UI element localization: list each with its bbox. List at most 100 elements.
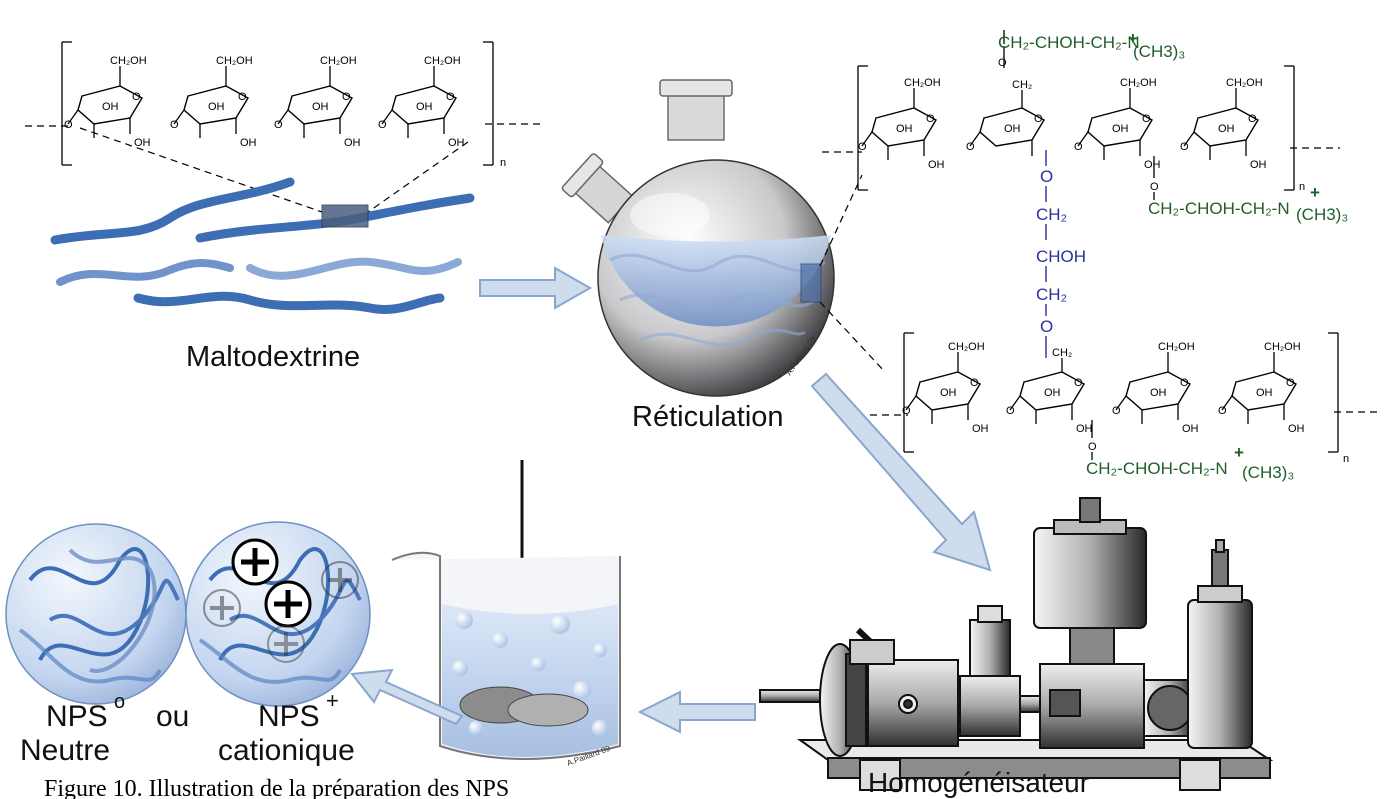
- svg-text:OH: OH: [1256, 387, 1273, 399]
- arrow-to-beaker: [637, 690, 756, 734]
- svg-text:OH: OH: [1112, 123, 1129, 135]
- svg-text:OH: OH: [1144, 159, 1161, 171]
- nps-neutral-superscript: o: [114, 691, 125, 713]
- svg-text:+: +: [1234, 443, 1244, 462]
- cationic-group-right: CH₂-CHOH-CH₂-N + (CH3)₃: [1148, 183, 1348, 224]
- svg-text:O: O: [858, 141, 867, 153]
- svg-text:O: O: [902, 405, 911, 417]
- svg-text:CH₂-CHOH-CH₂-N: CH₂-CHOH-CH₂-N: [1148, 199, 1290, 218]
- svg-text:OH: OH: [1150, 387, 1167, 399]
- svg-text:O: O: [1074, 141, 1083, 153]
- glucose-unit: CH₂OH O OH OH O: [1180, 77, 1267, 171]
- svg-text:O: O: [274, 119, 283, 131]
- glucose-unit: CH₂OH O OH OH O: [902, 341, 989, 435]
- svg-text:OH: OH: [1218, 123, 1235, 135]
- ou-label: ou: [156, 700, 189, 733]
- neutre-label: Neutre: [20, 734, 110, 767]
- svg-text:CH₂: CH₂: [1012, 79, 1032, 91]
- glucose-unit: CH₂OH O OH OH O: [274, 55, 361, 149]
- glucose-unit: CH₂OH O OH OH O: [378, 55, 465, 149]
- svg-text:CH₂OH: CH₂OH: [110, 55, 147, 67]
- svg-text:OH: OH: [102, 101, 119, 113]
- svg-text:CH₂OH: CH₂OH: [1264, 341, 1301, 353]
- svg-text:O: O: [1088, 441, 1097, 453]
- glucose-unit: CH₂OH O OH OH O: [170, 55, 257, 149]
- svg-text:n: n: [1343, 453, 1349, 465]
- crosslinker: O CH₂ CHOH CH₂ O: [1036, 150, 1086, 358]
- arrow-to-nanoparticles: [350, 668, 464, 726]
- glucose-unit: CH₂ O OH OH O: [1006, 347, 1093, 435]
- glucose-unit: CH₂OH O OH OH O: [64, 55, 151, 149]
- svg-text:OH: OH: [972, 423, 989, 435]
- maltodextrin-structure: n CH₂OH O OH OH O CH₂OH O OH OH O CH₂OH …: [25, 41, 540, 213]
- svg-text:OH: OH: [1076, 423, 1093, 435]
- svg-text:O: O: [1150, 181, 1159, 193]
- maltodextrine-label: Maltodextrine: [186, 341, 360, 373]
- svg-text:CH₂: CH₂: [1036, 285, 1067, 304]
- glucose-unit: CH₂OH O OH OH O: [858, 77, 945, 171]
- svg-text:O: O: [170, 119, 179, 131]
- svg-text:OH: OH: [448, 137, 465, 149]
- svg-text:+: +: [1128, 29, 1138, 48]
- nps-neutral-particle: [5, 523, 187, 705]
- svg-text:OH: OH: [1182, 423, 1199, 435]
- svg-text:O: O: [378, 119, 387, 131]
- beaker: A.Paillard 09: [391, 460, 621, 768]
- nps-cationic-superscript: +: [326, 688, 339, 713]
- svg-text:CH₂OH: CH₂OH: [1120, 77, 1157, 89]
- crosslinked-structure: n CH₂OH O OH OH O CH₂ O OH O CH₂OH O OH …: [822, 29, 1382, 482]
- svg-text:OH: OH: [134, 137, 151, 149]
- plus-charge-icon: [267, 625, 305, 663]
- svg-text:CHOH: CHOH: [1036, 247, 1086, 266]
- reticulation-label: Réticulation: [632, 401, 784, 433]
- svg-text:O: O: [446, 91, 455, 103]
- svg-text:(CH3)₃: (CH3)₃: [1242, 463, 1294, 482]
- svg-text:n: n: [1299, 181, 1305, 193]
- svg-text:O: O: [970, 377, 979, 389]
- glucose-unit: CH₂ O OH O: [966, 79, 1045, 156]
- svg-text:OH: OH: [928, 159, 945, 171]
- svg-text:CH₂: CH₂: [1052, 347, 1072, 359]
- plus-charge-icon: [231, 538, 279, 586]
- svg-text:O: O: [64, 119, 73, 131]
- arrow-to-reticulation: [479, 266, 593, 310]
- svg-text:O: O: [1286, 377, 1295, 389]
- svg-text:OH: OH: [240, 137, 257, 149]
- svg-text:O: O: [1112, 405, 1121, 417]
- svg-text:OH: OH: [1004, 123, 1021, 135]
- repeat-n: n: [500, 157, 506, 169]
- svg-text:O: O: [342, 91, 351, 103]
- svg-text:OH: OH: [896, 123, 913, 135]
- svg-text:O: O: [998, 57, 1007, 69]
- svg-text:CH₂OH: CH₂OH: [424, 55, 461, 67]
- svg-text:O: O: [1040, 167, 1053, 186]
- svg-text:O: O: [1180, 141, 1189, 153]
- arrow-to-homogenizer: [810, 372, 992, 572]
- svg-text:O: O: [966, 141, 975, 153]
- plus-charge-icon: [264, 580, 312, 628]
- svg-text:O: O: [1142, 113, 1151, 125]
- nps-cationic-label: NPS: [258, 700, 320, 733]
- svg-text:CH₂OH: CH₂OH: [904, 77, 941, 89]
- svg-text:O: O: [132, 91, 141, 103]
- maltodextrin-strands: [50, 177, 475, 314]
- svg-text:OH: OH: [1044, 387, 1061, 399]
- svg-text:OH: OH: [344, 137, 361, 149]
- svg-text:OH: OH: [312, 101, 329, 113]
- nps-cationic-particle: [185, 521, 371, 707]
- svg-text:CH₂OH: CH₂OH: [320, 55, 357, 67]
- plus-charge-icon: [203, 589, 241, 627]
- svg-text:OH: OH: [940, 387, 957, 399]
- svg-text:CH₂-CHOH-CH₂-N: CH₂-CHOH-CH₂-N: [1086, 459, 1228, 478]
- plus-charge-icon: [321, 561, 359, 599]
- svg-text:CH₂-CHOH-CH₂-N: CH₂-CHOH-CH₂-N: [998, 33, 1140, 52]
- figure-caption: Figure 10. Illustration de la préparatio…: [44, 776, 509, 799]
- svg-text:O: O: [1248, 113, 1257, 125]
- svg-text:CH₂OH: CH₂OH: [1158, 341, 1195, 353]
- cationic-group-top: CH₂-CHOH-CH₂-N + (CH3)₃: [998, 29, 1185, 61]
- svg-text:CH₂OH: CH₂OH: [948, 341, 985, 353]
- svg-text:(CH3)₃: (CH3)₃: [1296, 205, 1348, 224]
- svg-text:OH: OH: [416, 101, 433, 113]
- svg-text:CH₂OH: CH₂OH: [1226, 77, 1263, 89]
